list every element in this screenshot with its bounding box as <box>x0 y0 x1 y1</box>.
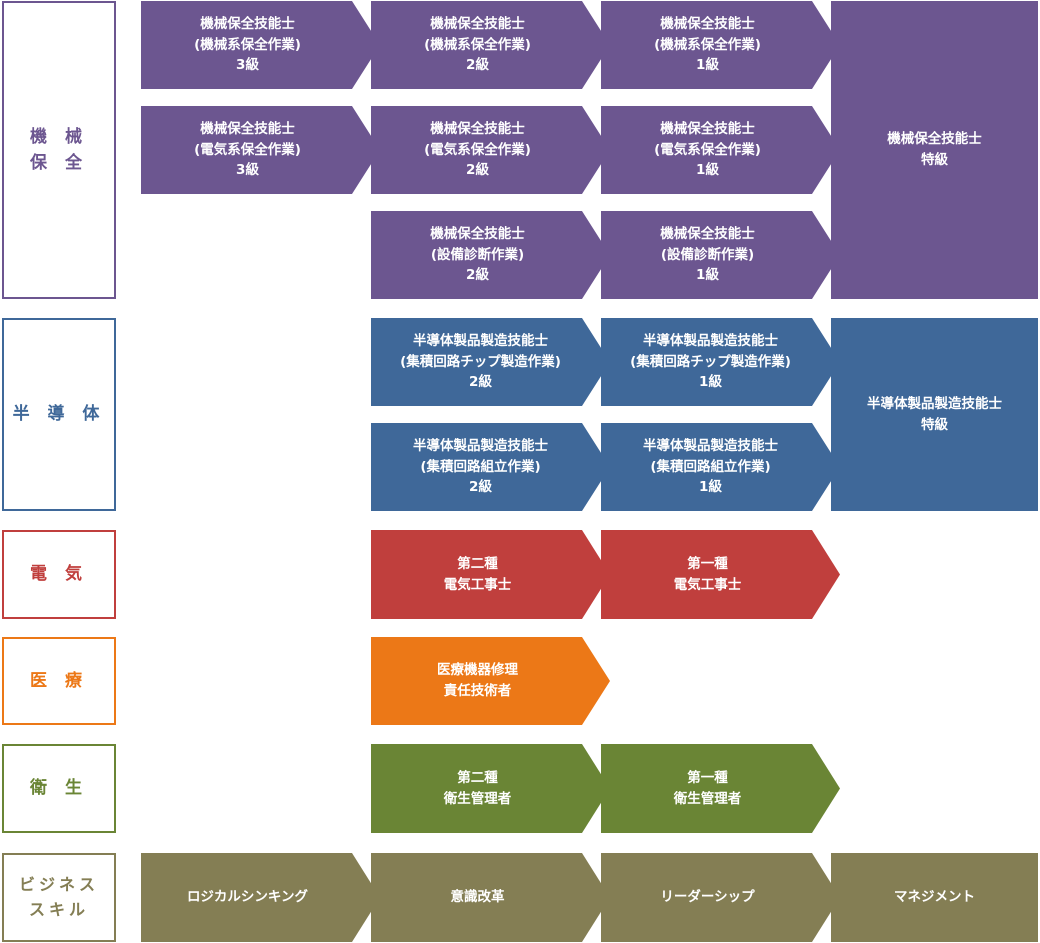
skill-logical-thinking: ロジカルシンキング <box>141 853 380 942</box>
cert-label: 機械保全技能士 (機械系保全作業) 2級 <box>424 15 531 74</box>
cert-label: 第二種 電気工事士 <box>443 555 512 593</box>
skill-label: 意識改革 <box>450 889 505 906</box>
category-kikai-hozen: 機 械 保 全 <box>2 1 116 299</box>
category-label: 衛 生 <box>30 778 88 799</box>
cert-eisei-2: 第二種 衛生管理者 <box>371 744 610 833</box>
cert-kikai-mech-2: 機械保全技能士 (機械系保全作業) 2級 <box>371 1 610 89</box>
cert-label: 機械保全技能士 (設備診断作業) 1級 <box>660 225 755 284</box>
skill-management: マネジメント <box>831 853 1038 942</box>
category-label: ビジネス スキル <box>18 874 99 919</box>
cert-label: 第二種 衛生管理者 <box>443 769 512 807</box>
cert-kikai-elec-3: 機械保全技能士 (電気系保全作業) 3級 <box>141 106 380 194</box>
category-handoutai: 半 導 体 <box>2 318 116 511</box>
cert-label: 半導体製品製造技能士 (集積回路チップ製造作業) 1級 <box>630 332 791 391</box>
cert-label: 第一種 衛生管理者 <box>673 769 742 807</box>
cert-label: 機械保全技能士 (設備診断作業) 2級 <box>430 225 525 284</box>
cert-denki-1: 第一種 電気工事士 <box>601 530 840 619</box>
cert-denki-2: 第二種 電気工事士 <box>371 530 610 619</box>
cert-kikai-special: 機械保全技能士 特級 <box>831 1 1038 299</box>
category-label: 半 導 体 <box>12 404 106 425</box>
cert-semi-special: 半導体製品製造技能士 特級 <box>831 318 1038 511</box>
category-label: 医 療 <box>30 670 88 691</box>
cert-label: 医療機器修理 責任技術者 <box>437 662 518 699</box>
category-business-skill: ビジネス スキル <box>2 853 116 942</box>
cert-semi-chip-1: 半導体製品製造技能士 (集積回路チップ製造作業) 1級 <box>601 318 840 406</box>
cert-kikai-diag-2: 機械保全技能士 (設備診断作業) 2級 <box>371 211 610 299</box>
cert-label: 機械保全技能士 (電気系保全作業) 1級 <box>654 120 761 179</box>
cert-label: 半導体製品製造技能士 (集積回路組立作業) 1級 <box>643 437 778 496</box>
cert-label: 機械保全技能士 (電気系保全作業) 3級 <box>194 120 301 179</box>
cert-eisei-1: 第一種 衛生管理者 <box>601 744 840 833</box>
cert-kikai-elec-1: 機械保全技能士 (電気系保全作業) 1級 <box>601 106 840 194</box>
cert-label: 半導体製品製造技能士 (集積回路チップ製造作業) 2級 <box>400 332 561 391</box>
skill-label: ロジカルシンキング <box>186 889 309 906</box>
cert-label: 半導体製品製造技能士 (集積回路組立作業) 2級 <box>413 437 548 496</box>
category-iryo: 医 療 <box>2 637 116 725</box>
category-label: 電 気 <box>30 564 88 585</box>
cert-label: 半導体製品製造技能士 特級 <box>867 395 1002 433</box>
cert-label: 機械保全技能士 (機械系保全作業) 1級 <box>654 15 761 74</box>
cert-iryo: 医療機器修理 責任技術者 <box>371 637 610 725</box>
skill-label: マネジメント <box>894 889 975 906</box>
cert-kikai-diag-1: 機械保全技能士 (設備診断作業) 1級 <box>601 211 840 299</box>
cert-label: 第一種 電気工事士 <box>673 555 742 593</box>
skill-label: リーダーシップ <box>660 889 755 906</box>
category-label: 機 械 保 全 <box>30 126 88 173</box>
cert-semi-asm-2: 半導体製品製造技能士 (集積回路組立作業) 2級 <box>371 423 610 511</box>
cert-kikai-mech-3: 機械保全技能士 (機械系保全作業) 3級 <box>141 1 380 89</box>
cert-kikai-mech-1: 機械保全技能士 (機械系保全作業) 1級 <box>601 1 840 89</box>
category-denki: 電 気 <box>2 530 116 619</box>
cert-kikai-elec-2: 機械保全技能士 (電気系保全作業) 2級 <box>371 106 610 194</box>
skill-mindset-reform: 意識改革 <box>371 853 610 942</box>
category-eisei: 衛 生 <box>2 744 116 833</box>
cert-semi-chip-2: 半導体製品製造技能士 (集積回路チップ製造作業) 2級 <box>371 318 610 406</box>
cert-label: 機械保全技能士 (電気系保全作業) 2級 <box>424 120 531 179</box>
cert-semi-asm-1: 半導体製品製造技能士 (集積回路組立作業) 1級 <box>601 423 840 511</box>
cert-label: 機械保全技能士 (機械系保全作業) 3級 <box>194 15 301 74</box>
skill-leadership: リーダーシップ <box>601 853 840 942</box>
cert-label: 機械保全技能士 特級 <box>887 131 982 168</box>
